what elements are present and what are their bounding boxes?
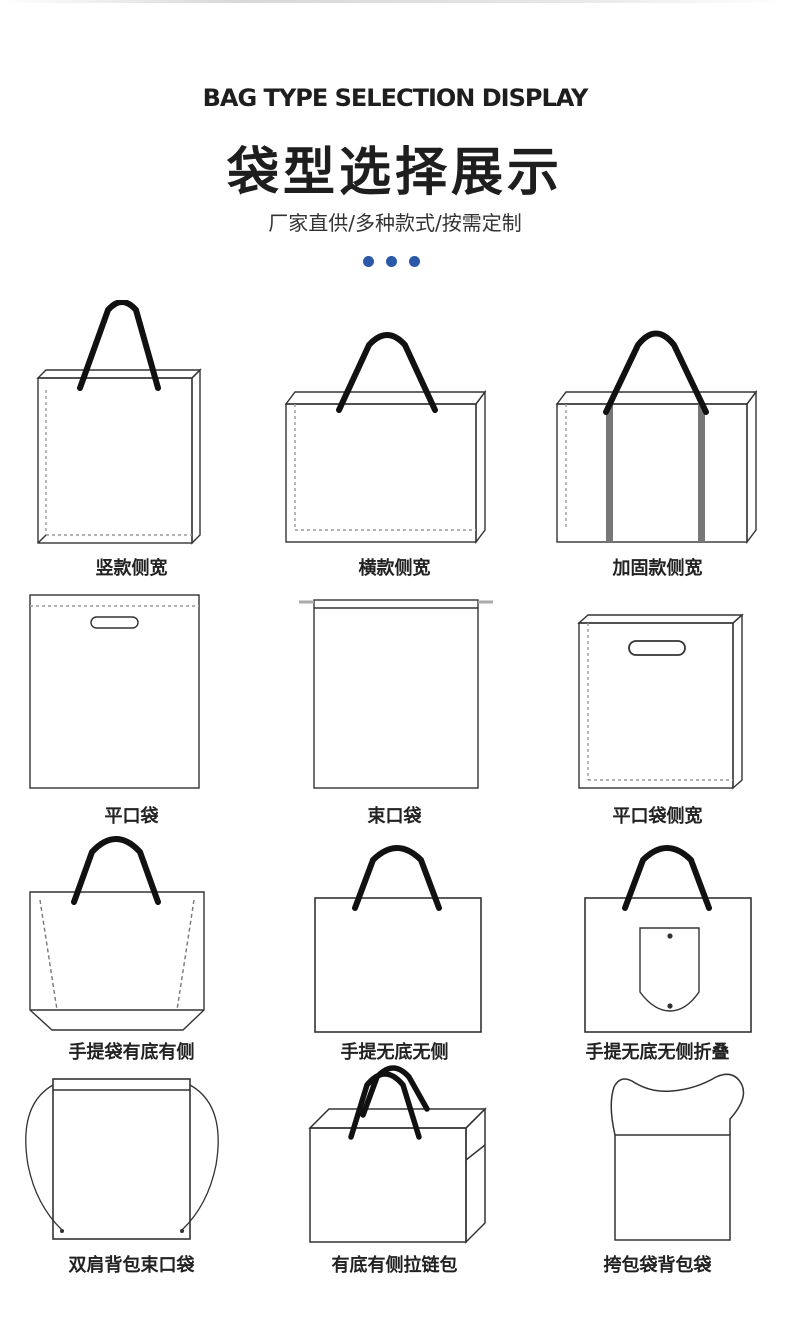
bag-label: 竖款侧宽	[95, 558, 168, 579]
bag-handle-foldable: 手提无底无侧折叠	[526, 830, 789, 1065]
dot-icon	[409, 256, 420, 267]
dot-icon	[363, 256, 374, 267]
bag-horizontal-gusset: 横款侧宽	[263, 300, 526, 590]
handle-foldable-bag-icon	[584, 845, 752, 1033]
bag-label: 横款侧宽	[358, 558, 431, 579]
backpack-drawstring-bag-icon	[25, 1078, 219, 1240]
bag-label: 手提无底无侧	[340, 1042, 449, 1063]
bag-zipper-gusset: 有底有侧拉链包	[263, 1065, 526, 1327]
flat-gusset-bag-icon	[577, 613, 744, 790]
subtitle: 厂家直供/多种款式/按需定制	[268, 211, 522, 235]
horizontal-gusset-bag-icon	[284, 332, 487, 545]
handle-bottom-side-bag-icon	[29, 836, 205, 1031]
bag-shoulder-backpack: 挎包袋背包袋	[526, 1065, 789, 1327]
chinese-title: 袋型选择展示	[226, 143, 563, 203]
dot-icon	[386, 256, 397, 267]
bag-label: 平口袋	[104, 806, 159, 827]
decorative-dots	[362, 256, 432, 268]
reinforced-gusset-bag-icon	[555, 330, 758, 545]
bag-label: 挎包袋背包袋	[603, 1255, 712, 1276]
flat-bag-icon	[29, 594, 200, 789]
shoulder-backpack-bag-icon	[610, 1073, 745, 1241]
bag-label: 加固款侧宽	[612, 558, 703, 579]
zipper-gusset-bag-icon	[308, 1065, 487, 1244]
english-title: BAG TYPE SELECTION DISPLAY	[202, 84, 589, 112]
handle-flat-bag-icon	[314, 845, 482, 1033]
bag-handle-bottom-side: 手提袋有底有侧	[0, 830, 263, 1065]
bag-flat: 平口袋	[0, 590, 263, 835]
top-divider	[0, 0, 790, 3]
bag-label: 有底有侧拉链包	[331, 1255, 458, 1276]
bag-label: 束口袋	[367, 806, 422, 827]
drawstring-bag-icon	[299, 599, 493, 789]
bag-label: 手提袋有底有侧	[68, 1042, 195, 1063]
vertical-gusset-bag-icon	[36, 300, 202, 545]
bag-label: 手提无底无侧折叠	[585, 1042, 730, 1063]
bag-backpack-drawstring: 双肩背包束口袋	[0, 1065, 263, 1327]
bag-reinforced-gusset: 加固款侧宽	[526, 300, 789, 590]
bag-handle-flat: 手提无底无侧	[263, 830, 526, 1065]
bag-label: 双肩背包束口袋	[68, 1255, 195, 1276]
bag-drawstring: 束口袋	[263, 590, 526, 835]
bag-label: 平口袋侧宽	[612, 806, 703, 827]
bag-vertical-gusset: 竖款侧宽	[0, 300, 263, 590]
bag-flat-gusset: 平口袋侧宽	[526, 590, 789, 835]
